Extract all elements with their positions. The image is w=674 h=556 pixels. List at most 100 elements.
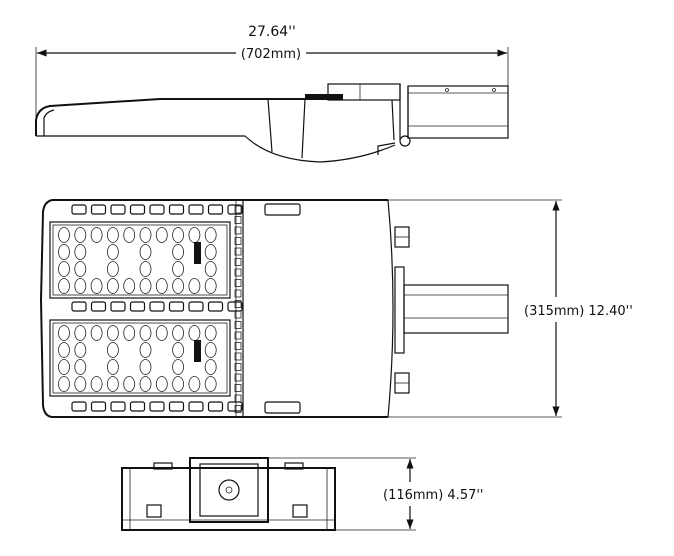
led-lens [58, 325, 70, 341]
led-lens [172, 359, 185, 375]
side-slot [234, 331, 242, 340]
led-lens [107, 376, 119, 392]
vent-slot [129, 204, 146, 215]
side-slot [234, 384, 242, 392]
led-lens [188, 376, 201, 392]
led-lens [139, 376, 152, 392]
led-lens [74, 244, 87, 260]
led-lens [90, 325, 103, 341]
led-lens [107, 227, 119, 243]
top-tab [264, 203, 301, 216]
top-view: (315mm) 12.40'' [39, 199, 633, 418]
led-lens [139, 342, 152, 358]
led-lens [58, 278, 70, 294]
led-lens [107, 359, 119, 375]
side-slot [234, 237, 242, 245]
vent-slot [90, 401, 107, 412]
side-slot [234, 258, 242, 266]
led-lens [107, 261, 119, 277]
side-slot [234, 373, 242, 382]
led-lens [90, 376, 103, 392]
length-dimension: 27.64'' (702mm) [35, 24, 509, 138]
led-lens [139, 278, 152, 294]
vent-slot [149, 301, 165, 312]
side-slot [234, 394, 242, 403]
side-slot [234, 279, 242, 287]
led-lens [204, 278, 217, 294]
led-panels [49, 204, 243, 413]
end-view: (116mm) 4.57'' [121, 457, 484, 531]
led-panel-inner [52, 322, 228, 394]
vent-slot [90, 204, 107, 215]
led-lens [155, 227, 168, 243]
led-lens [139, 244, 152, 260]
side-slot [234, 405, 242, 413]
led-lens [155, 325, 168, 341]
vent-slot [168, 401, 185, 412]
mounting-arm [394, 226, 509, 394]
led-lens [155, 376, 168, 392]
led-lens [74, 261, 87, 277]
vent-slot [168, 301, 185, 312]
vent-slot [188, 401, 204, 412]
vent-slot [110, 401, 126, 412]
side-slot [234, 205, 242, 214]
led-lens [204, 244, 217, 260]
led-lens [172, 325, 185, 341]
led-lens [74, 325, 87, 341]
led-lens [107, 244, 119, 260]
vent-slot [207, 401, 224, 412]
side-slot [234, 216, 242, 224]
housing-outline [39, 199, 388, 418]
led-lens [123, 278, 136, 294]
led-lens [74, 376, 87, 392]
side-profile [35, 83, 509, 163]
led-lens [188, 278, 201, 294]
led-lens [74, 278, 87, 294]
vent-slot [149, 401, 165, 412]
led-lens [172, 376, 185, 392]
led-lens [155, 278, 168, 294]
led-lens [74, 342, 87, 358]
led-lens [58, 244, 70, 260]
side-slot [234, 268, 242, 277]
led-lens [123, 325, 136, 341]
led-lens [204, 359, 217, 375]
led-lens [74, 227, 87, 243]
vent-slot [110, 301, 126, 312]
side-slot [234, 289, 242, 298]
led-panel [49, 221, 231, 299]
length-inches-label: 27.64'' [248, 24, 296, 40]
led-panel-inner [52, 224, 228, 296]
led-lens [139, 227, 152, 243]
led-lens [58, 359, 70, 375]
led-lens [58, 376, 70, 392]
vent-slot [188, 204, 204, 215]
led-lens [204, 261, 217, 277]
led-lens [172, 227, 185, 243]
led-lens [139, 359, 152, 375]
vent-slot [71, 401, 87, 412]
side-slot [234, 247, 242, 256]
bottom-tab [264, 401, 301, 414]
vent-slot [149, 204, 165, 215]
led-lens [90, 278, 103, 294]
side-slot [234, 352, 242, 361]
led-lens [107, 278, 119, 294]
side-slot [234, 321, 242, 329]
side-view: 27.64'' (702mm) [35, 24, 509, 163]
led-lens [172, 244, 185, 260]
vent-slot [90, 301, 107, 312]
led-lens [123, 227, 136, 243]
led-lens [139, 261, 152, 277]
led-lens [204, 325, 217, 341]
led-lens [123, 376, 136, 392]
led-lens [172, 342, 185, 358]
side-slot [234, 310, 242, 319]
led-lens [58, 227, 70, 243]
end-body [121, 467, 336, 531]
led-lens [107, 342, 119, 358]
led-lens [58, 261, 70, 277]
led-lens [172, 278, 185, 294]
led-panel [49, 319, 231, 397]
